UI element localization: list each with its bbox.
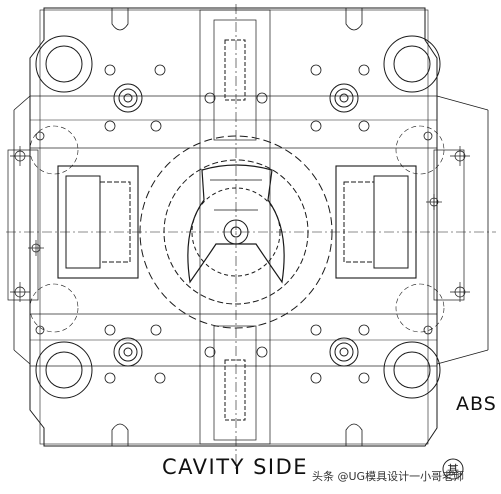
cavity-dashed-circle xyxy=(139,135,333,329)
svg-text:基: 基 xyxy=(447,463,459,477)
bolt-top-right xyxy=(329,83,359,113)
guide-pillar-bottom-right xyxy=(383,341,441,399)
part-profile xyxy=(187,164,285,284)
guide-pillar-bottom-left xyxy=(35,341,93,399)
guide-pillar-top-right xyxy=(383,35,441,93)
stamp-mark-icon: 基 xyxy=(442,458,464,480)
bolt-bottom-right xyxy=(329,337,359,367)
bolt-top-left xyxy=(113,83,143,113)
bolt-bottom-left xyxy=(113,337,143,367)
plate-outline xyxy=(29,7,438,447)
left-slider-block xyxy=(57,165,139,279)
right-slider-block xyxy=(335,165,417,279)
guide-pillar-top-left xyxy=(35,35,93,93)
material-label: ABS xyxy=(456,393,497,415)
watermark-text: 头条 @UG模具设计一小哥老师 xyxy=(310,468,467,484)
view-title: CAVITY SIDE xyxy=(162,455,309,479)
